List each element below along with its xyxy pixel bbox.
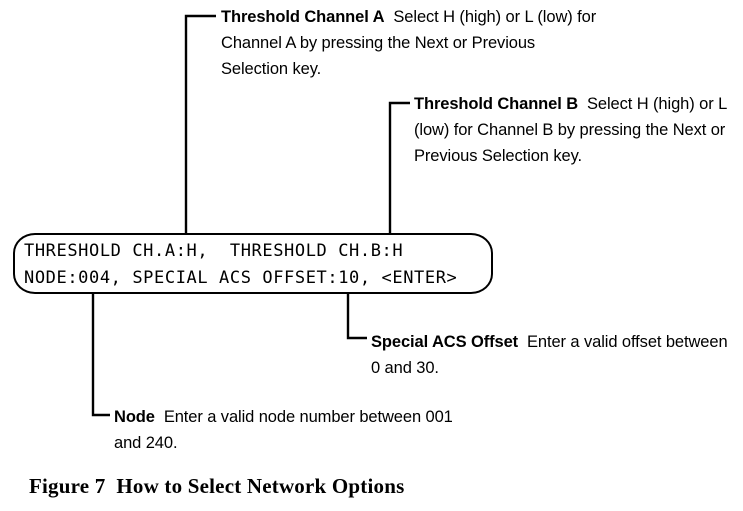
leader-line-node xyxy=(91,294,110,417)
lcd-screen-text-block: THRESHOLD CH.A:H, THRESHOLD CH.B:H NODE:… xyxy=(24,238,457,292)
callout-term-acs-offset: Special ACS Offset xyxy=(371,333,519,351)
lcd-display-panel: THRESHOLD CH.A:H, THRESHOLD CH.B:H NODE:… xyxy=(13,233,493,294)
callout-term-threshold-a: Threshold Channel A xyxy=(221,8,385,26)
callout-description-threshold-a: Select H (high) or L (low) for Channel A… xyxy=(221,8,597,78)
callout-description-threshold-b: Select H (high) or L (low) for Channel B… xyxy=(414,95,727,165)
figure-caption: Figure 7 How to Select Network Options xyxy=(29,474,405,498)
leader-line-threshold-a xyxy=(184,14,216,233)
leader-line-acs-offset xyxy=(346,294,367,340)
callout-term-threshold-b: Threshold Channel B xyxy=(414,95,579,113)
callout-description-node: Enter a valid node number between 001 an… xyxy=(114,408,453,452)
callout-term-node: Node xyxy=(114,408,155,426)
lcd-line-1: THRESHOLD CH.A:H, THRESHOLD CH.B:H xyxy=(24,241,404,261)
callout-description-acs-offset: Enter a valid offset between 0 and 30. xyxy=(371,333,728,377)
leader-line-threshold-b xyxy=(388,101,410,233)
lcd-line-2: NODE:004, SPECIAL ACS OFFSET:10, <ENTER> xyxy=(24,268,458,288)
